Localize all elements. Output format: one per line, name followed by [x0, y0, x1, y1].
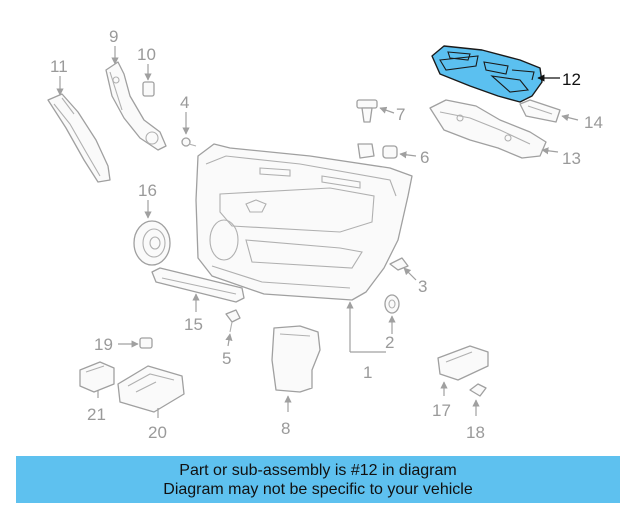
- callout-15: 15: [184, 315, 203, 334]
- callout-20: 20: [148, 423, 167, 442]
- part-12-switch-bezel-highlighted[interactable]: [431, 45, 543, 103]
- part-10-clip[interactable]: [142, 81, 155, 97]
- callout-2: 2: [385, 333, 394, 352]
- part-6-clip[interactable]: [382, 145, 398, 159]
- part-18-bulb[interactable]: [469, 383, 487, 397]
- part-3-retainer[interactable]: [389, 257, 409, 271]
- callout-8: 8: [281, 419, 290, 438]
- part-21-switch[interactable]: [79, 361, 115, 393]
- banner-line-1: Part or sub-assembly is #12 in diagram: [179, 461, 457, 479]
- callout-13: 13: [562, 149, 581, 168]
- callout-17: 17: [432, 401, 451, 420]
- callout-16: 16: [138, 181, 157, 200]
- part-4-screw[interactable]: [181, 137, 197, 147]
- callout-18: 18: [466, 423, 485, 442]
- part-5-screw[interactable]: [225, 309, 241, 333]
- part-11-pull-handle[interactable]: [47, 93, 111, 183]
- part-1-door-trim-panel[interactable]: [195, 143, 413, 301]
- part-9-handle-bracket[interactable]: [105, 61, 167, 151]
- banner-line-2: Diagram may not be specific to your vehi…: [163, 480, 473, 498]
- callout-6: 6: [420, 148, 429, 167]
- callout-21: 21: [87, 405, 106, 424]
- callout-11: 11: [50, 57, 68, 76]
- part-16-speaker[interactable]: [133, 220, 171, 266]
- part-17-lamp-housing[interactable]: [437, 345, 489, 381]
- info-banner: Part or sub-assembly is #12 in diagram D…: [16, 456, 620, 503]
- part-8-pocket[interactable]: [271, 325, 321, 393]
- part-20-switch-assembly[interactable]: [117, 365, 185, 413]
- callout-10: 10: [137, 45, 156, 64]
- callout-1: 1: [363, 363, 372, 382]
- part-14-bezel[interactable]: [519, 99, 561, 123]
- callout-14: 14: [584, 113, 603, 132]
- callout-3: 3: [418, 277, 427, 296]
- callout-4: 4: [180, 93, 189, 112]
- callout-19: 19: [94, 335, 113, 354]
- callout-5: 5: [222, 349, 231, 368]
- part-7-light-housing[interactable]: [356, 99, 378, 159]
- part-15-trim-strip[interactable]: [151, 267, 245, 303]
- callout-9: 9: [109, 27, 118, 46]
- part-19-clip[interactable]: [139, 337, 153, 349]
- part-2-grommet[interactable]: [384, 294, 400, 314]
- callout-12: 12: [562, 70, 581, 89]
- callout-7: 7: [396, 105, 405, 124]
- parts-diagram: 11 9 10 4 16 1: [47, 27, 603, 442]
